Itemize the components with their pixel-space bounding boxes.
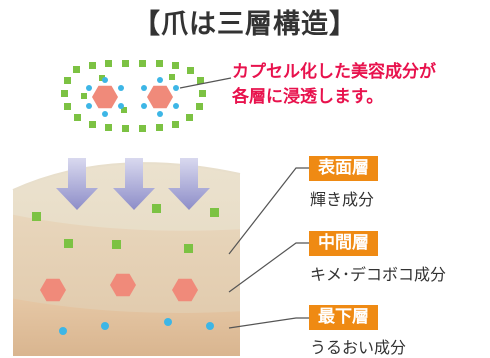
page-title: 【爪は三層構造】 <box>133 9 357 40</box>
bottom-leader-line <box>228 317 316 329</box>
layer-component-bottom: うるおい成分 <box>310 338 407 357</box>
arrow-down-icon <box>168 158 210 210</box>
capsule-group <box>61 60 206 132</box>
bottom-layer-particles <box>59 318 214 335</box>
capsule-outer-ring <box>61 60 206 132</box>
capsule-description-line1: カプセル化した美容成分が <box>232 62 436 82</box>
arrow-down-icon <box>113 158 155 210</box>
layer-badge-bottom: 最下層 <box>309 305 378 330</box>
middle-leader-line <box>228 242 316 293</box>
surface-layer-particles <box>32 204 219 253</box>
layer-badge-middle: 中間層 <box>309 231 378 256</box>
arrow-down-icon <box>56 158 98 210</box>
nail-top-edge <box>12 162 241 191</box>
capsule-blue-dots <box>86 77 179 117</box>
layer-component-middle: キメ･デコボコ成分 <box>310 265 447 284</box>
penetration-arrows <box>56 158 210 210</box>
capsule-leader-line <box>179 77 232 89</box>
layer-badge-surface: 表面層 <box>309 156 378 181</box>
surface-leader-line <box>228 167 316 255</box>
layer-component-surface: 輝き成分 <box>310 190 375 209</box>
bottom-layer <box>13 296 240 356</box>
capsule-inner-squares <box>81 74 175 113</box>
capsule-hexagons <box>92 85 173 109</box>
capsule-description-line2: 各層に浸透します。 <box>232 87 384 107</box>
middle-layer-particles <box>40 273 198 302</box>
